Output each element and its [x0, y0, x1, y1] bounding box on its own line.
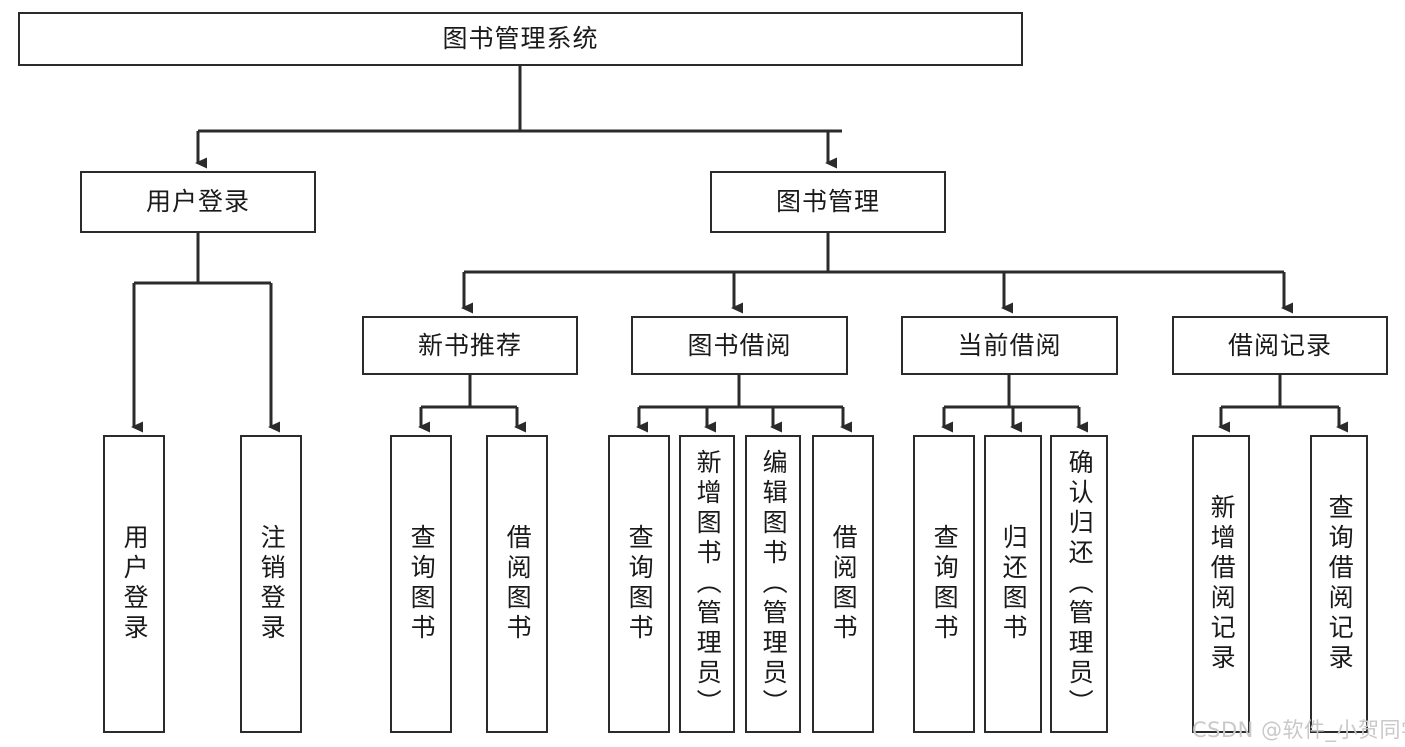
node-root[interactable]: 图书管理系统	[18, 12, 1023, 66]
node-leaf-borrow-book[interactable]: 借阅图书	[812, 435, 874, 733]
node-leaf-user-login[interactable]: 用户登录	[103, 435, 165, 733]
node-book-borrow[interactable]: 图书借阅	[631, 316, 848, 375]
node-current-borrow-label: 当前借阅	[957, 330, 1062, 360]
node-leaf-query-book-current[interactable]: 查询图书	[913, 435, 975, 733]
node-root-label: 图书管理系统	[442, 24, 599, 54]
node-book-management-label: 图书管理	[775, 187, 880, 217]
node-leaf-borrow-book-rec-label: 借阅图书	[503, 524, 533, 644]
node-leaf-borrow-book-label: 借阅图书	[829, 524, 859, 644]
node-leaf-query-book-rec[interactable]: 查询图书	[390, 435, 452, 733]
node-leaf-user-login-label: 用户登录	[120, 524, 150, 644]
node-leaf-add-record-label: 新增借阅记录	[1207, 494, 1237, 674]
node-book-management[interactable]: 图书管理	[710, 171, 946, 233]
node-new-book-recommend[interactable]: 新书推荐	[362, 316, 578, 375]
node-leaf-edit-book[interactable]: 编辑图书（管理员）	[745, 435, 801, 733]
node-leaf-add-book[interactable]: 新增图书（管理员）	[679, 435, 735, 733]
node-leaf-add-book-label: 新增图书（管理员）	[693, 449, 723, 719]
node-leaf-query-book-current-label: 查询图书	[930, 524, 960, 644]
node-borrow-records-label: 借阅记录	[1227, 330, 1332, 360]
node-new-book-recommend-label: 新书推荐	[417, 330, 522, 360]
node-user-login[interactable]: 用户登录	[80, 171, 316, 233]
node-leaf-query-book-rec-label: 查询图书	[407, 524, 437, 644]
node-book-borrow-label: 图书借阅	[687, 330, 792, 360]
node-leaf-confirm-return-label: 确认归还（管理员）	[1065, 449, 1095, 719]
node-leaf-logout[interactable]: 注销登录	[240, 435, 302, 733]
node-leaf-query-book-borrow-label: 查询图书	[625, 524, 655, 644]
node-leaf-borrow-book-rec[interactable]: 借阅图书	[486, 435, 548, 733]
node-leaf-edit-book-label: 编辑图书（管理员）	[759, 449, 789, 719]
node-borrow-records[interactable]: 借阅记录	[1172, 316, 1388, 375]
node-leaf-query-record-label: 查询借阅记录	[1325, 494, 1355, 674]
node-leaf-return-book-label: 归还图书	[999, 524, 1029, 644]
node-current-borrow[interactable]: 当前借阅	[901, 316, 1118, 375]
node-leaf-logout-label: 注销登录	[257, 524, 287, 644]
node-leaf-query-record[interactable]: 查询借阅记录	[1310, 435, 1368, 733]
node-leaf-query-book-borrow[interactable]: 查询图书	[608, 435, 670, 733]
node-leaf-add-record[interactable]: 新增借阅记录	[1192, 435, 1250, 733]
node-leaf-return-book[interactable]: 归还图书	[984, 435, 1042, 733]
node-leaf-confirm-return[interactable]: 确认归还（管理员）	[1050, 435, 1108, 733]
csdn-watermark: CSDN @软件_小贺同学	[1192, 718, 1405, 742]
node-user-login-label: 用户登录	[145, 187, 250, 217]
